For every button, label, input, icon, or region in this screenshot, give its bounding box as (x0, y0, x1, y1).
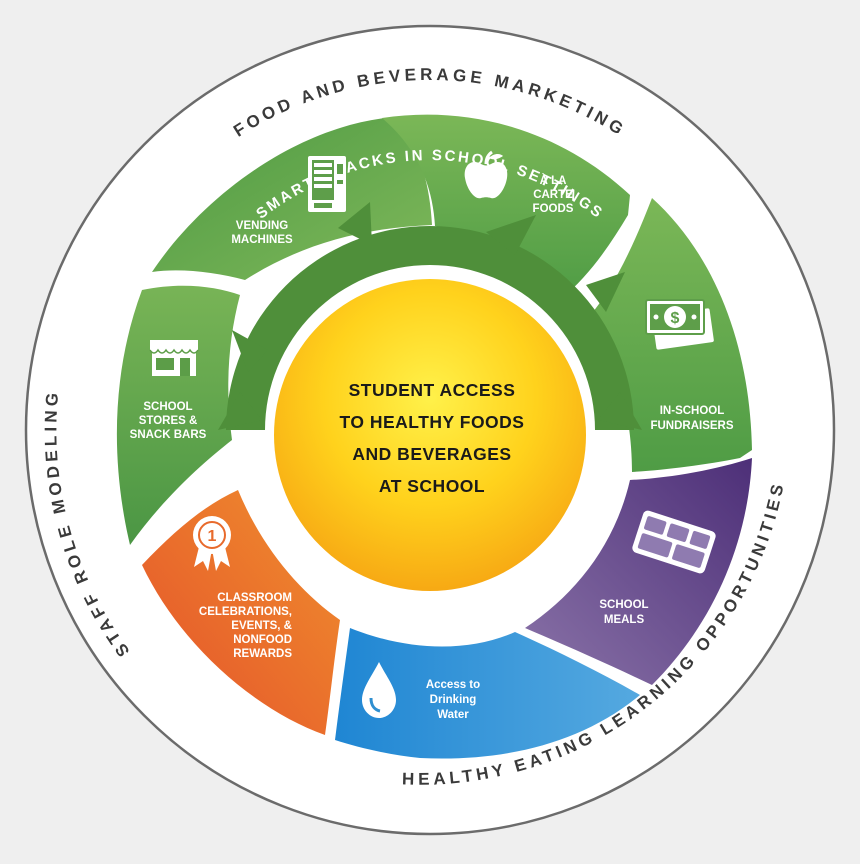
svg-text:EVENTS, &: EVENTS, & (231, 620, 292, 632)
svg-text:SNACK BARS: SNACK BARS (130, 429, 207, 441)
outer-ring-border (24, 24, 836, 836)
svg-text:Water: Water (437, 709, 469, 721)
segment-school-meals (525, 458, 752, 685)
segment-a-la-carte-foods (382, 114, 630, 301)
svg-text:SCHOOL: SCHOOL (599, 599, 648, 611)
segment-vending-machines (152, 118, 432, 280)
vending-machine-icon (308, 156, 346, 212)
center-line-1: STUDENT ACCESS (349, 380, 516, 400)
svg-text:SCHOOL: SCHOOL (143, 401, 192, 413)
svg-text:Access to: Access to (426, 679, 480, 691)
svg-text:MEALS: MEALS (604, 614, 645, 626)
label-school-meals: SCHOOL MEALS (599, 599, 648, 626)
svg-text:FUNDRAISERS: FUNDRAISERS (650, 420, 733, 432)
apple-icon (464, 150, 508, 199)
label-vending-machines: VENDING MACHINES (231, 220, 293, 246)
label-school-stores-snack-bars: SCHOOL STORES & SNACK BARS (130, 401, 207, 441)
svg-text:REWARDS: REWARDS (233, 648, 292, 660)
store-icon (149, 340, 199, 376)
center-line-2: TO HEALTHY FOODS (340, 412, 525, 432)
svg-text:CLASSROOM: CLASSROOM (217, 592, 292, 604)
lunch-tray-icon (632, 510, 716, 574)
svg-text:IN-SCHOOL: IN-SCHOOL (660, 405, 725, 417)
center-line-3: AND BEVERAGES (352, 444, 511, 464)
svg-text:STORES &: STORES & (139, 415, 198, 427)
svg-text:CARTE: CARTE (533, 189, 573, 201)
svg-text:Drinking: Drinking (430, 694, 477, 706)
center-circle (274, 279, 586, 591)
svg-text:NONFOOD: NONFOOD (233, 634, 292, 646)
money-icon: $ (645, 299, 714, 350)
label-access-to-drinking-water: Access to Drinking Water (426, 679, 480, 721)
svg-text:VENDING: VENDING (236, 220, 288, 232)
svg-text:MACHINES: MACHINES (231, 234, 293, 246)
segment-access-to-drinking-water (335, 628, 640, 759)
label-classroom-celebrations: CLASSROOM CELEBRATIONS, EVENTS, & NONFOO… (199, 592, 292, 660)
svg-text:FOODS: FOODS (533, 203, 574, 215)
segment-classroom-celebrations (142, 490, 340, 735)
center-line-4: AT SCHOOL (379, 476, 485, 496)
label-in-school-fundraisers: IN-SCHOOL FUNDRAISERS (650, 405, 733, 432)
segment-school-stores-snack-bars (116, 285, 240, 545)
svg-text:1: 1 (208, 528, 217, 545)
award-ribbon-icon: 1 (193, 516, 231, 571)
svg-text:$: $ (671, 310, 680, 327)
svg-text:À LA: À LA (540, 174, 567, 187)
smart-snacks-band (218, 202, 642, 430)
svg-text:CELEBRATIONS,: CELEBRATIONS, (199, 606, 292, 618)
label-a-la-carte-foods: À LA CARTE FOODS (533, 174, 574, 215)
water-drop-icon (362, 662, 396, 718)
